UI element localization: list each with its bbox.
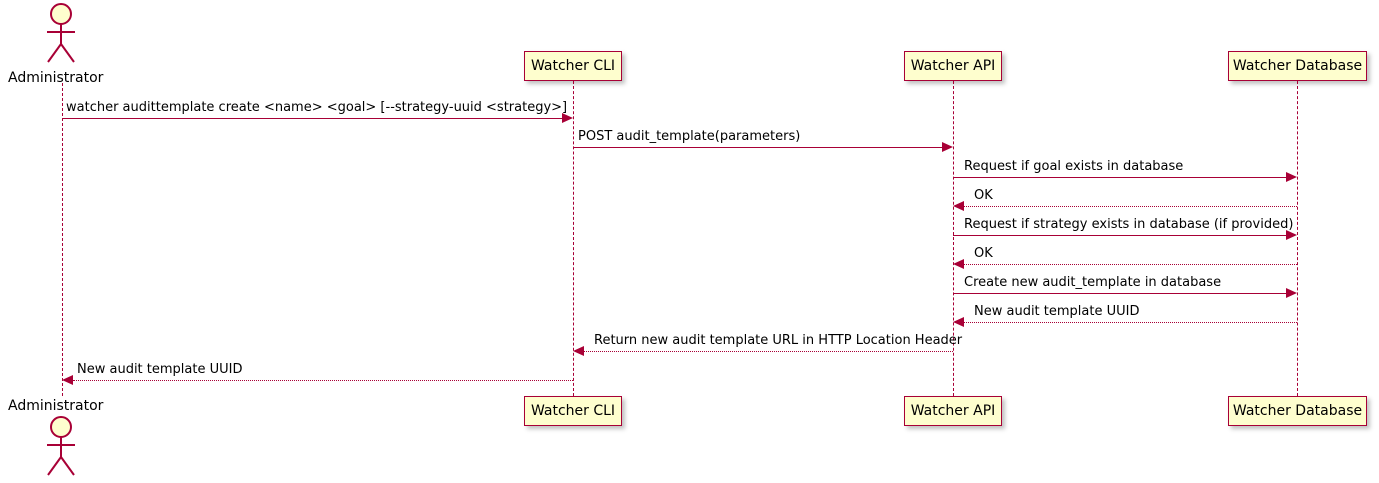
participant-box-watcher-database-top[interactable]: Watcher Database [1228,51,1367,81]
lifeline-watcher-cli [573,81,574,396]
message-arrowhead-4 [953,201,964,211]
message-arrowhead-1 [562,113,573,123]
message-arrowhead-7 [1286,288,1297,298]
actor-label-administrator-bottom: Administrator [8,398,104,414]
message-arrowhead-10 [62,375,73,385]
message-arrowhead-8 [953,317,964,327]
message-label-9: Return new audit template URL in HTTP Lo… [594,333,963,348]
message-arrowhead-9 [573,346,584,356]
message-line-5 [953,235,1286,236]
message-line-6 [964,264,1297,265]
participant-box-watcher-api-top[interactable]: Watcher API [904,51,1002,81]
lifeline-watcher-api [953,81,954,396]
message-label-3: Request if goal exists in database [964,159,1184,174]
message-line-10 [73,380,573,381]
message-label-6: OK [974,246,993,261]
message-line-9 [584,351,953,352]
stick-figure-icon [47,416,75,476]
participant-box-watcher-api-bottom[interactable]: Watcher API [904,396,1002,426]
message-line-7 [953,293,1286,294]
message-line-8 [964,322,1297,323]
participant-box-watcher-database-bottom[interactable]: Watcher Database [1228,396,1367,426]
message-arrowhead-2 [942,142,953,152]
actor-label-administrator-top: Administrator [8,70,104,86]
message-label-4: OK [974,188,993,203]
participant-box-watcher-cli-top[interactable]: Watcher CLI [524,51,622,81]
actor-administrator-top [38,2,86,64]
message-arrowhead-3 [1286,172,1297,182]
message-label-8: New audit template UUID [974,304,1140,319]
message-arrowhead-6 [953,259,964,269]
message-line-4 [964,206,1297,207]
participant-box-watcher-cli-bottom[interactable]: Watcher CLI [524,396,622,426]
message-label-2: POST audit_template(parameters) [578,129,801,144]
message-line-1 [62,118,562,119]
message-line-3 [953,177,1286,178]
message-arrowhead-5 [1286,230,1297,240]
lifeline-watcher-database [1297,81,1298,396]
message-label-7: Create new audit_template in database [964,275,1222,290]
stick-figure-icon [47,3,75,63]
actor-administrator-bottom [38,415,86,477]
lifeline-administrator [62,83,63,396]
message-label-5: Request if strategy exists in database (… [964,217,1294,232]
message-label-10: New audit template UUID [77,362,243,377]
message-line-2 [573,147,942,148]
message-label-1: watcher audittemplate create <name> <goa… [66,100,568,115]
